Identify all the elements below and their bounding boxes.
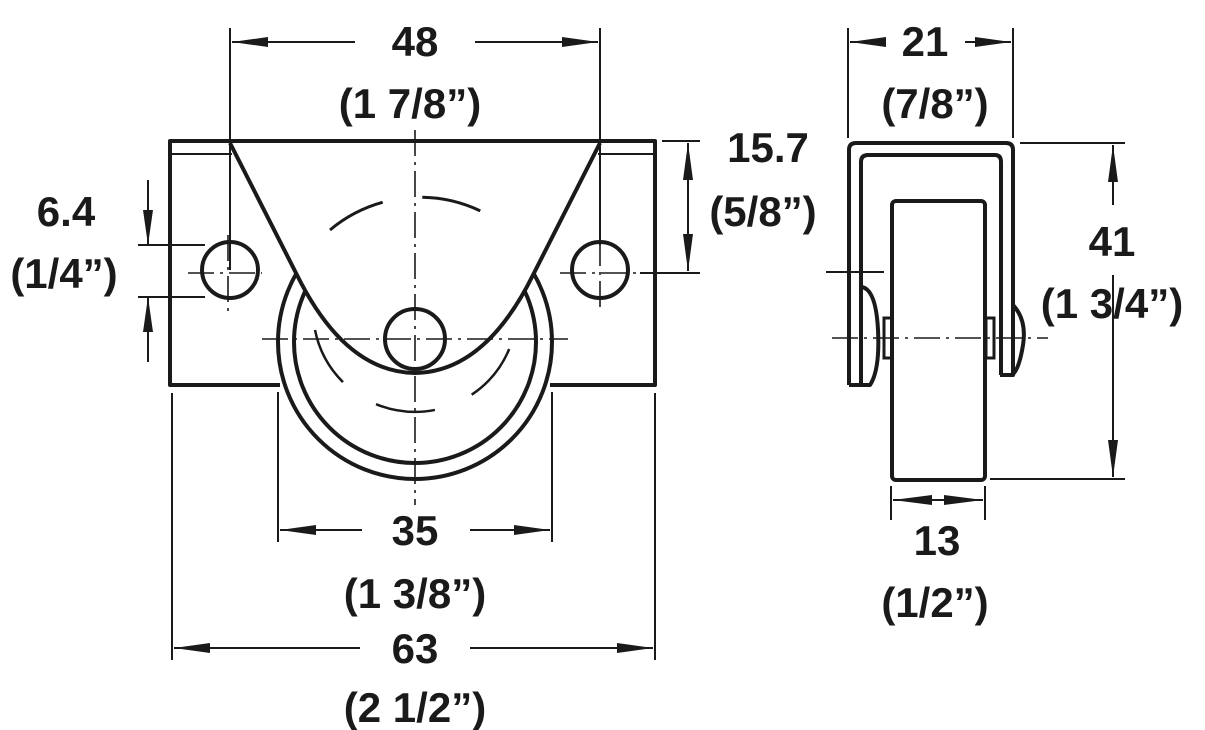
arrow xyxy=(893,495,932,505)
dim-35-inch: (1 3/8”) xyxy=(344,570,486,617)
arrow xyxy=(562,37,598,47)
side-view: 21 (7/8”) 41 (1 3/4”) 13 (1/2”) xyxy=(826,18,1183,626)
bracket-inner xyxy=(859,153,1003,385)
dim-6-4-lines xyxy=(138,180,205,362)
dim-48-inch: (1 7/8”) xyxy=(339,80,481,127)
mounting-plate xyxy=(168,139,657,387)
dim-41-lines xyxy=(990,142,1125,480)
arrow xyxy=(514,525,550,535)
dim-13-lines xyxy=(890,486,986,520)
arrow xyxy=(944,495,983,505)
centerline-left-hole xyxy=(188,235,262,312)
arrow xyxy=(280,525,316,535)
wheel xyxy=(890,199,987,482)
dim-6-4-mm: 6.4 xyxy=(37,188,96,235)
rivet-right xyxy=(1010,303,1026,377)
centerline-right-hole xyxy=(560,240,640,310)
dim-35-lines xyxy=(277,392,553,542)
dim-15-7-inch: (5/8”) xyxy=(709,188,816,235)
arrow xyxy=(850,37,886,47)
wheel-hidden-circle xyxy=(329,195,511,232)
dim-21-mm: 21 xyxy=(902,18,949,65)
dim-15-7-lines xyxy=(640,140,700,274)
bracket-outer xyxy=(847,141,1015,385)
dim-63-inch: (2 1/2”) xyxy=(344,684,486,730)
dim-21-inch: (7/8”) xyxy=(881,80,988,127)
arrow xyxy=(617,643,653,653)
dim-48-lines xyxy=(229,28,601,270)
dim-35-mm: 35 xyxy=(392,507,439,554)
axle-washer-right xyxy=(984,316,996,360)
dim-41-mm: 41 xyxy=(1089,218,1136,265)
arrow xyxy=(683,143,693,180)
wheel-inner-arc xyxy=(313,329,517,414)
dim-63-lines xyxy=(171,393,656,660)
dim-13-mm: 13 xyxy=(914,517,961,564)
arrow xyxy=(1108,145,1118,182)
arrow xyxy=(975,37,1011,47)
dim-21-lines xyxy=(847,28,1014,138)
dim-13-inch: (1/2”) xyxy=(881,579,988,626)
dim-6-4-inch: (1/4”) xyxy=(10,250,117,297)
dim-15-7-mm: 15.7 xyxy=(727,124,809,171)
arrow xyxy=(143,297,153,332)
front-view: 48 (1 7/8”) 15.7 (5/8”) 6.4 (1/4”) 35 (1… xyxy=(10,18,816,730)
arrow xyxy=(143,210,153,245)
dim-41-inch: (1 3/4”) xyxy=(1041,280,1183,327)
arrow xyxy=(683,234,693,271)
arrow xyxy=(232,37,268,47)
arrow xyxy=(1108,440,1118,477)
dim-48-mm: 48 xyxy=(392,18,439,65)
dim-63-mm: 63 xyxy=(392,625,439,672)
arrow xyxy=(174,643,210,653)
bracket-leg-left xyxy=(849,285,881,387)
